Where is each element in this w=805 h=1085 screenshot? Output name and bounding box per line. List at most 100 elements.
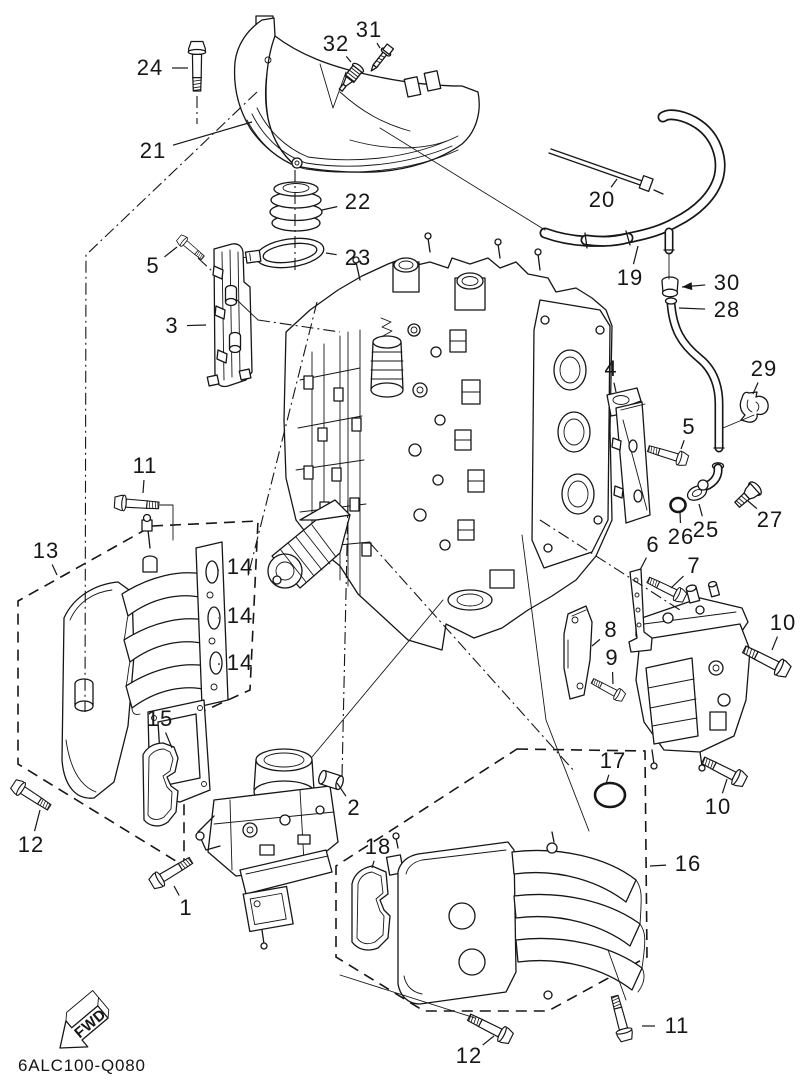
callout-label-11: 11 <box>664 1013 690 1038</box>
intake-manifold-13 <box>61 513 229 815</box>
pipe-clamp-29 <box>739 391 769 423</box>
bolt-11a <box>113 493 160 514</box>
callout-label-21: 21 <box>139 138 167 163</box>
callout-label-9: 9 <box>605 645 619 670</box>
spacer-2 <box>318 769 344 791</box>
callout-label-8: 8 <box>604 617 618 642</box>
leader-line-29 <box>752 382 759 395</box>
callout-label-14: 14 <box>226 554 254 579</box>
callout-label-6: 6 <box>646 532 660 557</box>
leader-line-7 <box>670 575 684 589</box>
callout-label-12: 12 <box>455 1043 483 1068</box>
callout-label-5: 5 <box>146 253 160 278</box>
leader-line-6 <box>639 557 647 571</box>
leader-line-3 <box>186 324 207 327</box>
intake-silencer-16 <box>385 831 646 1005</box>
callout-label-31: 31 <box>355 17 383 42</box>
starter-motor <box>267 499 351 589</box>
gasket-18 <box>351 865 391 951</box>
plate-8 <box>563 605 593 700</box>
leader-line-8 <box>591 638 601 647</box>
elbow-joint-25 <box>686 462 725 501</box>
intake-duct-bellows-22 <box>269 181 323 232</box>
leader-line-20 <box>610 178 618 188</box>
bolt-9 <box>589 674 627 704</box>
callout-label-22: 22 <box>344 189 372 214</box>
leader-line-10 <box>771 636 779 651</box>
engine-block <box>283 232 613 651</box>
leader-line-25 <box>698 503 703 517</box>
leader-line-31 <box>376 42 381 49</box>
bolt-10b <box>698 752 750 790</box>
callout-label-18: 18 <box>364 834 392 859</box>
callout-label-17: 17 <box>599 748 627 773</box>
callout-label-26: 26 <box>667 524 695 549</box>
hose-clamp-23 <box>237 237 325 269</box>
leader-line-23 <box>325 252 337 256</box>
callout-label-32: 32 <box>322 31 350 56</box>
leader-line-15 <box>165 732 173 749</box>
leader-line-18 <box>371 860 375 869</box>
leader-arrowhead-30 <box>682 282 693 291</box>
callout-label-11: 11 <box>132 453 158 478</box>
exploded-leader-lines <box>159 127 755 1019</box>
carburetor-assembly <box>635 580 751 772</box>
callout-label-27: 27 <box>756 507 784 532</box>
bolt-24 <box>187 40 207 92</box>
breather-pipe-28 <box>664 297 725 453</box>
gasket-15 <box>142 742 179 827</box>
callout-label-14: 14 <box>226 650 254 675</box>
screw-32 <box>338 62 365 92</box>
callout-label-2: 2 <box>347 795 361 820</box>
callout-label-23: 23 <box>344 245 372 270</box>
leader-line-5 <box>680 440 685 450</box>
leader-line-13 <box>51 564 58 576</box>
callout-label-13: 13 <box>32 538 60 563</box>
throttle-body-assembly <box>195 748 339 950</box>
bolt-11b <box>606 993 635 1044</box>
leader-line-12 <box>33 809 41 832</box>
leader-line-2 <box>336 782 347 797</box>
joint-fitting-30 <box>661 276 679 298</box>
leader-line-17 <box>605 774 610 785</box>
callout-label-19: 19 <box>616 265 644 290</box>
callout-label-5: 5 <box>682 414 696 439</box>
callout-label-4: 4 <box>604 356 618 381</box>
callout-label-12: 12 <box>17 832 45 857</box>
leader-line-32 <box>345 55 352 63</box>
cable-tie-20 <box>548 148 664 195</box>
callout-label-30: 30 <box>713 270 741 295</box>
bracket-6 <box>628 568 653 653</box>
center-lines <box>84 91 681 779</box>
callout-label-24: 24 <box>136 55 164 80</box>
leader-line-10 <box>721 778 728 794</box>
fwd-arrow: FWD <box>59 990 110 1049</box>
leader-line-12 <box>482 1035 495 1046</box>
screw-5a <box>175 233 207 263</box>
callout-label-10: 10 <box>769 610 797 635</box>
callout-leader-lines <box>33 42 779 1046</box>
leader-line-27 <box>747 500 758 510</box>
diagram-code: 6ALC100-Q080 <box>18 1056 146 1075</box>
leader-line-1 <box>173 885 180 896</box>
dashed-box-silencer-group <box>335 748 648 1012</box>
o-ring-17 <box>593 781 627 809</box>
callout-label-16: 16 <box>674 851 702 876</box>
intake-cover-21 <box>233 15 480 173</box>
callout-label-14: 14 <box>226 603 254 628</box>
screw-31 <box>370 43 395 72</box>
breather-hose-19 <box>539 109 726 255</box>
bolt-12b <box>464 1009 516 1047</box>
callout-label-10: 10 <box>704 794 732 819</box>
leader-line-19 <box>632 245 639 265</box>
stay-plate-3 <box>206 243 253 388</box>
plug-bolt-27 <box>734 481 762 508</box>
callout-label-25: 25 <box>692 517 720 542</box>
leader-line-21 <box>172 121 253 146</box>
leader-line-11 <box>142 479 145 494</box>
leader-line-4 <box>613 382 617 393</box>
bolt-12a <box>8 777 54 815</box>
callout-label-3: 3 <box>165 313 179 338</box>
